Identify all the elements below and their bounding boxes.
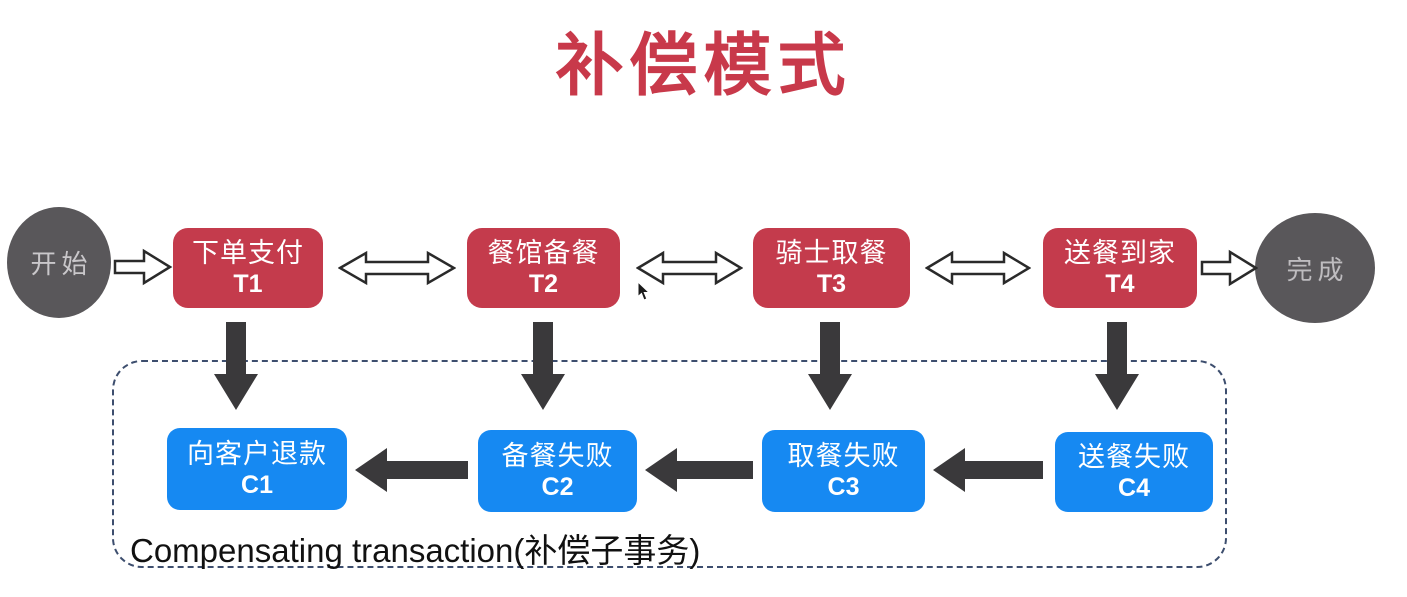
compensation-container xyxy=(112,360,1227,568)
transaction-node-t4: 送餐到家 T4 xyxy=(1043,228,1197,308)
left-arrow-icon xyxy=(645,448,753,492)
transaction-node-t3: 骑士取餐 T3 xyxy=(753,228,910,308)
compensation-label: 备餐失败 xyxy=(501,440,614,471)
transaction-code: T4 xyxy=(1105,270,1135,299)
compensation-label: 送餐失败 xyxy=(1078,441,1190,472)
bidirectional-arrow-icon xyxy=(925,250,1031,286)
flow-arrow-icon xyxy=(1200,249,1258,287)
transaction-label: 送餐到家 xyxy=(1064,237,1176,268)
down-arrow-icon xyxy=(521,322,565,410)
down-arrow-icon xyxy=(214,322,258,410)
bidirectional-arrow-icon xyxy=(338,250,456,286)
transaction-label: 下单支付 xyxy=(192,237,304,268)
compensation-code: C1 xyxy=(241,471,273,500)
start-node-label: 开始 xyxy=(30,250,93,279)
mouse-cursor-icon xyxy=(637,282,651,301)
down-arrow-icon xyxy=(808,322,852,410)
bidirectional-arrow-icon xyxy=(636,250,743,286)
compensation-node-c1: 向客户退款 C1 xyxy=(167,428,347,510)
transaction-label: 骑士取餐 xyxy=(775,237,888,268)
left-arrow-icon xyxy=(933,448,1043,492)
page-title: 补偿模式 xyxy=(555,28,852,104)
transaction-code: T3 xyxy=(816,270,847,299)
left-arrow-icon xyxy=(355,448,468,492)
end-node-label: 完成 xyxy=(1286,255,1349,285)
transaction-label: 餐馆备餐 xyxy=(487,237,600,268)
transaction-code: T2 xyxy=(528,270,559,299)
compensation-container-label: Compensating transaction(补偿子事务) xyxy=(130,532,701,569)
transaction-node-t2: 餐馆备餐 T2 xyxy=(467,228,620,308)
compensation-code: C3 xyxy=(827,473,860,502)
down-arrow-icon xyxy=(1095,322,1139,410)
compensation-node-c4: 送餐失败 C4 xyxy=(1055,432,1213,512)
compensation-node-c2: 备餐失败 C2 xyxy=(478,430,637,512)
compensation-label: 取餐失败 xyxy=(787,440,900,471)
start-node: 开始 xyxy=(7,207,111,318)
transaction-code: T1 xyxy=(233,270,263,299)
end-node: 完成 xyxy=(1255,213,1375,323)
compensation-label: 向客户退款 xyxy=(187,438,327,469)
compensation-code: C4 xyxy=(1118,474,1150,503)
flow-arrow-icon xyxy=(113,248,173,286)
compensation-node-c3: 取餐失败 C3 xyxy=(762,430,925,512)
compensation-code: C2 xyxy=(541,473,574,502)
transaction-node-t1: 下单支付 T1 xyxy=(173,228,323,308)
